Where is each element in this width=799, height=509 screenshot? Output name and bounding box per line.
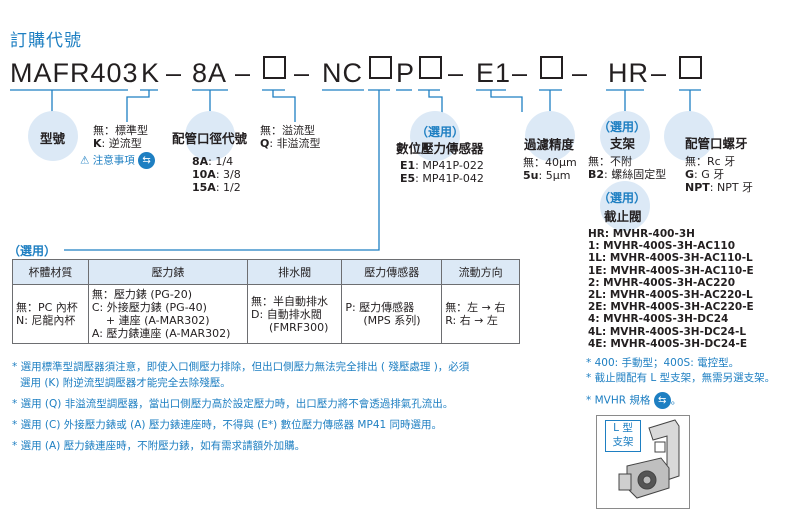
code-box-table <box>369 56 392 79</box>
sensor-label: 數位壓力傳感器 <box>396 141 484 156</box>
list-item: 1E: MVHR-400S-3H-AC110-E <box>588 264 754 277</box>
code-box-thread <box>679 56 702 79</box>
note-item: * 選用 (Q) 非溢流型調壓器，當出口側壓力高於設定壓力時，出口壓力將不會透過… <box>12 398 454 410</box>
code-dash-7: – <box>651 58 668 88</box>
thread-circle <box>664 111 714 161</box>
warning-icon: ⚠ <box>80 154 90 167</box>
notes: * 選用標準型調壓器須注意，即使入口側壓力排除，但出口側壓力無法完全排出 ( 殘… <box>12 359 469 454</box>
list-item: 2E: MVHR-400S-3H-AC220-E <box>588 301 754 314</box>
list-item: 4L: MVHR-400S-3H-DC24-L <box>588 325 747 338</box>
model-circle <box>28 111 78 161</box>
bracket-options: 無：不附 B2: 螺絲固定型 <box>588 155 667 181</box>
code-dash-1: – <box>166 58 183 88</box>
sensor-circle <box>410 111 460 161</box>
port-options: 8A: 1/4 10A: 3/8 15A: 1/2 <box>192 155 241 194</box>
code-k: K <box>141 58 161 88</box>
bracket-optional: （選用） <box>598 120 647 134</box>
code-base: MAFR403 <box>10 58 139 88</box>
link-icon[interactable]: ⇆ <box>138 152 156 169</box>
code-box-filter <box>540 56 563 79</box>
table-header: 排水閥 <box>247 259 343 285</box>
table-header: 流動方向 <box>441 259 520 285</box>
valve-list: HR: MVHR-400-3H 1: MVHR-400S-3H-AC110 1L… <box>588 228 754 350</box>
thread-options: 無：Rc 牙 G: G 牙 NPT: NPT 牙 <box>685 155 754 194</box>
bracket-caption: L 型 支架 <box>605 420 641 452</box>
table-row: 無：PC 內杯 N: 尼龍內杯 無：壓力錶 (PG-20) C: 外接壓力錶 (… <box>12 284 520 344</box>
list-item: 2L: MVHR-400S-3H-AC220-L <box>588 289 753 302</box>
valve-spec-link[interactable]: * MVHR 規格 ⇆。 <box>586 392 681 409</box>
code-dash-2: – <box>235 58 252 88</box>
thread-label: 配管口螺牙 <box>685 136 748 151</box>
valve-label: 截止閥 <box>604 209 642 224</box>
code-box-overflow <box>263 56 286 79</box>
bracket-drawing <box>618 419 680 499</box>
sensor-options: E1: MP41P-022 E5: MP41P-042 <box>400 159 484 185</box>
table-cell-gauge: 無：壓力錶 (PG-20) C: 外接壓力錶 (PG-40) + 連座 (A-M… <box>87 284 249 344</box>
table-cell-drain: 無：半自動排水 D: 自動排水閥 (FMRF300) <box>247 284 343 344</box>
options-optional: （選用） <box>8 244 57 258</box>
filter-label: 過濾精度 <box>524 137 575 152</box>
table-header: 壓力錶 <box>87 259 249 285</box>
note-item: 選用 (K) 附逆流型調壓器才能完全去除殘壓。 <box>20 377 231 389</box>
link-icon[interactable]: ⇆ <box>653 392 671 409</box>
port-circle <box>185 111 235 161</box>
table-header: 杯體材質 <box>12 259 89 285</box>
list-item: 4E: MVHR-400S-3H-DC24-E <box>588 337 748 350</box>
code-e1: E1 <box>476 58 512 88</box>
code-dash-6: – <box>572 58 589 88</box>
table-cell-sensor: P: 壓力傳感器 (MPS 系列) <box>341 284 443 344</box>
overflow-options: 無：溢流型 Q: 非溢流型 <box>260 124 321 150</box>
note-item: * 選用 (C) 外接壓力錶或 (A) 壓力錶連座時，不得與 (E*) 數位壓力… <box>12 419 443 431</box>
bracket-label: 支架 <box>610 136 636 151</box>
port-label: 配管口徑代號 <box>172 131 248 146</box>
table-cell-body-material: 無：PC 內杯 N: 尼龍內杯 <box>12 284 89 344</box>
model-warning[interactable]: ⚠ 注意事項 ⇆ <box>80 152 156 169</box>
list-item: 1L: MVHR-400S-3H-AC110-L <box>588 252 753 265</box>
bracket-illustration: L 型 支架 <box>596 415 690 509</box>
list-item: 2: MVHR-400S-3H-AC220 <box>588 276 736 289</box>
page-title: 訂購代號 <box>10 31 82 51</box>
code-p: P <box>396 58 416 88</box>
note-item: * 選用 (A) 壓力錶連座時，不附壓力錶，如有需求請額外加購。 <box>12 440 306 452</box>
code-nc: NC <box>322 58 363 88</box>
note-item: * 選用標準型調壓器須注意，即使入口側壓力排除，但出口側壓力無法完全排出 ( 殘… <box>12 361 470 373</box>
options-table: 杯體材質 壓力錶 排水閥 壓力傳感器 流動方向 無：PC 內杯 N: 尼龍內杯 … <box>12 259 520 344</box>
list-item: 1: MVHR-400S-3H-AC110 <box>588 240 736 253</box>
valve-notes: * 400: 手動型；400S: 電控型。 * 截止閥配有 L 型支架，無需另選… <box>586 357 776 384</box>
code-port: 8A <box>192 58 228 88</box>
bracket-circle <box>600 111 650 161</box>
code-dash-3: – <box>294 58 311 88</box>
list-item: HR: MVHR-400-3H <box>588 228 695 240</box>
valve-circle <box>600 181 650 231</box>
valve-optional: （選用） <box>598 191 647 205</box>
filter-options: 無：40μm 5u: 5μm <box>523 156 577 182</box>
code-dash-5: – <box>512 58 529 88</box>
code-box-sensor <box>419 56 442 79</box>
model-label: 型號 <box>40 131 66 146</box>
list-item: 4: MVHR-400S-3H-DC24 <box>588 313 729 326</box>
model-options: 無：標準型 K: 逆流型 <box>93 124 148 150</box>
table-header: 壓力傳感器 <box>341 259 443 285</box>
code-hr: HR <box>608 58 649 88</box>
filter-circle <box>525 111 575 161</box>
sensor-optional: （選用） <box>416 125 465 139</box>
code-dash-4: – <box>448 58 465 88</box>
table-cell-flow: 無：左 → 右 R: 右 → 左 <box>441 284 520 344</box>
